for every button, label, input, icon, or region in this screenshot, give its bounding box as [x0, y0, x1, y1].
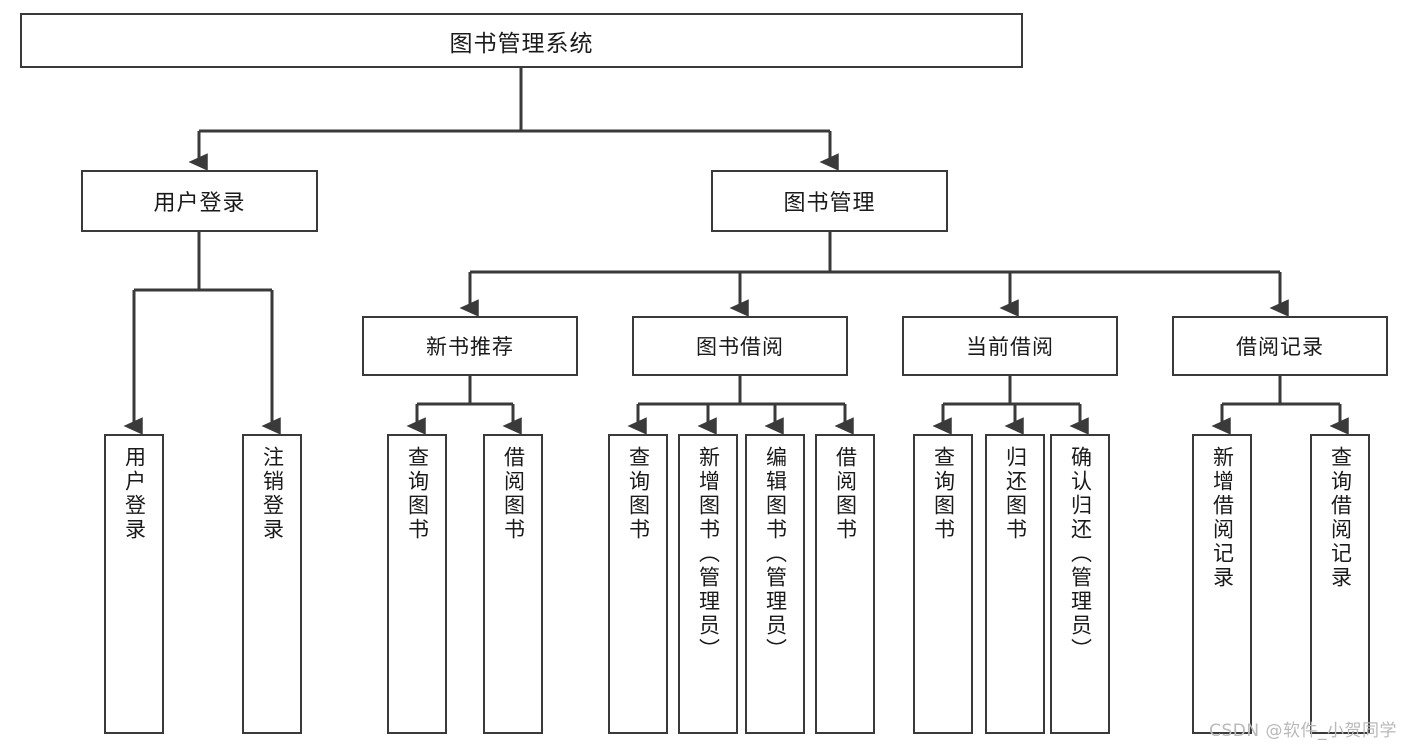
leaf-node[interactable]: 查询图书	[387, 434, 447, 734]
node-borrow-records-label: 借阅记录	[1236, 335, 1324, 359]
leaf-node[interactable]: 新增借阅记录	[1192, 434, 1252, 734]
leaf-node[interactable]: 查询借阅记录	[1310, 434, 1370, 734]
leaf-node-label: 查询图书	[931, 446, 956, 542]
leaf-node-label: 归还图书	[1003, 446, 1028, 542]
node-new-book-recommend-label: 新书推荐	[426, 335, 514, 359]
leaf-node-label: 注销登录	[260, 446, 285, 542]
leaf-node-label: 新增借阅记录	[1210, 446, 1235, 590]
node-book-borrow-label: 图书借阅	[696, 335, 784, 359]
node-user-login-label: 用户登录	[153, 191, 246, 216]
leaf-node[interactable]: 新增图书（管理员）	[678, 434, 738, 734]
leaf-node[interactable]: 归还图书	[985, 434, 1045, 734]
leaf-node[interactable]: 借阅图书	[815, 434, 875, 734]
node-current-borrow-label: 当前借阅	[966, 335, 1054, 359]
node-root[interactable]: 图书管理系统	[20, 13, 1023, 68]
leaf-node[interactable]: 用户登录	[104, 434, 164, 734]
leaf-node-label: 新增图书（管理员）	[696, 446, 721, 662]
leaf-node-label: 编辑图书（管理员）	[763, 446, 788, 662]
node-book-borrow[interactable]: 图书借阅	[632, 316, 848, 376]
node-root-label: 图书管理系统	[449, 30, 594, 57]
leaf-node[interactable]: 查询图书	[913, 434, 973, 734]
leaf-node-label: 查询借阅记录	[1328, 446, 1353, 590]
leaf-node-label: 查询图书	[405, 446, 430, 542]
node-current-borrow[interactable]: 当前借阅	[902, 316, 1118, 376]
leaf-node[interactable]: 查询图书	[608, 434, 668, 734]
leaf-node[interactable]: 编辑图书（管理员）	[745, 434, 805, 734]
node-book-management-label: 图书管理	[783, 191, 876, 216]
node-book-management[interactable]: 图书管理	[711, 170, 948, 232]
leaf-node[interactable]: 借阅图书	[483, 434, 543, 734]
leaf-node-label: 借阅图书	[501, 446, 526, 542]
leaf-node[interactable]: 注销登录	[242, 434, 302, 734]
leaf-node-label: 用户登录	[122, 446, 147, 542]
node-user-login[interactable]: 用户登录	[81, 170, 318, 232]
leaf-node-label: 查询图书	[626, 446, 651, 542]
node-new-book-recommend[interactable]: 新书推荐	[362, 316, 578, 376]
leaf-node-label: 确认归还（管理员）	[1068, 446, 1093, 662]
node-borrow-records[interactable]: 借阅记录	[1172, 316, 1388, 376]
watermark-text: CSDN @软件_小贺同学	[1209, 721, 1397, 741]
leaf-node[interactable]: 确认归还（管理员）	[1050, 434, 1110, 734]
leaf-node-label: 借阅图书	[833, 446, 858, 542]
